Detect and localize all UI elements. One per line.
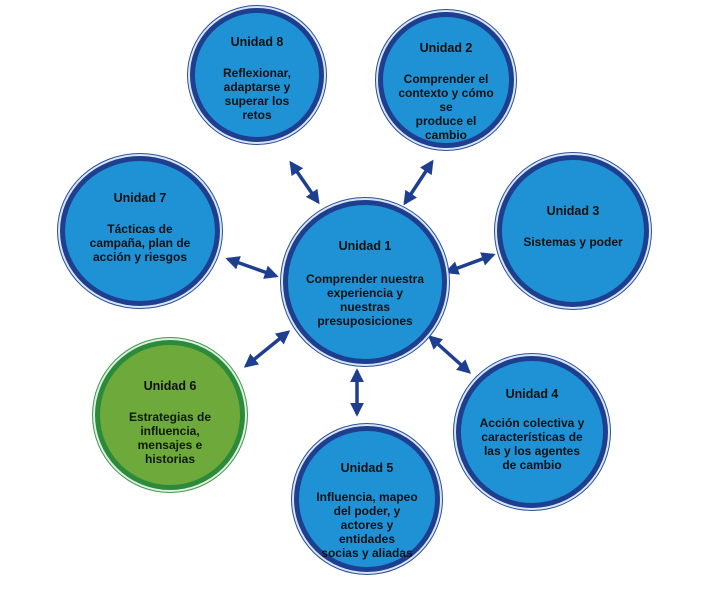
arrow-1-7 [225, 256, 279, 279]
arrow-1-6 [243, 330, 291, 368]
arrow-1-8 [289, 160, 320, 205]
arrow-1-4 [427, 335, 472, 374]
unit-4-text: Acción colectiva y características de la… [479, 416, 585, 472]
node-unidad-6: Unidad 6 Estrategias de influencia, mens… [95, 340, 245, 490]
node-unidad-5: Unidad 5 Influencia, mapeo del poder, y … [294, 426, 440, 572]
unit-4-title: Unidad 4 [505, 387, 559, 401]
unit-2-title: Unidad 2 [419, 41, 473, 55]
unit-6-text: Estrategias de influencia, mensajes e hi… [128, 410, 212, 466]
node-unidad-3: Unidad 3 Sistemas y poder [497, 155, 649, 307]
unit-5-text: Influencia, mapeo del poder, y actores y… [316, 490, 418, 560]
arrow-1-2 [403, 159, 434, 206]
unit-1-title: Unidad 1 [338, 239, 392, 253]
arrow-1-3 [444, 252, 496, 275]
node-unidad-8: Unidad 8 Reflexionar, adaptarse y supera… [190, 8, 324, 142]
unit-5-title: Unidad 5 [340, 461, 394, 475]
unit-1-text: Comprender nuestra experiencia y nuestra… [305, 272, 425, 328]
node-unidad-2: Unidad 2 Comprender el contexto y cómo s… [378, 12, 514, 148]
unit-3-title: Unidad 3 [546, 204, 600, 218]
unit-2-text: Comprender el contexto y cómo se produce… [398, 72, 494, 142]
unit-6-title: Unidad 6 [143, 379, 197, 393]
unit-8-title: Unidad 8 [230, 35, 284, 49]
unit-7-text: Tácticas de campaña, plan de acción y ri… [89, 222, 191, 264]
node-unidad-1: Unidad 1 Comprender nuestra experiencia … [283, 200, 447, 364]
unit-7-title: Unidad 7 [113, 191, 167, 205]
unit-8-text: Reflexionar, adaptarse y superar los ret… [222, 66, 292, 122]
node-unidad-4: Unidad 4 Acción colectiva y característi… [456, 356, 608, 508]
node-unidad-7: Unidad 7 Tácticas de campaña, plan de ac… [60, 156, 220, 306]
unit-3-text: Sistemas y poder [523, 235, 623, 249]
